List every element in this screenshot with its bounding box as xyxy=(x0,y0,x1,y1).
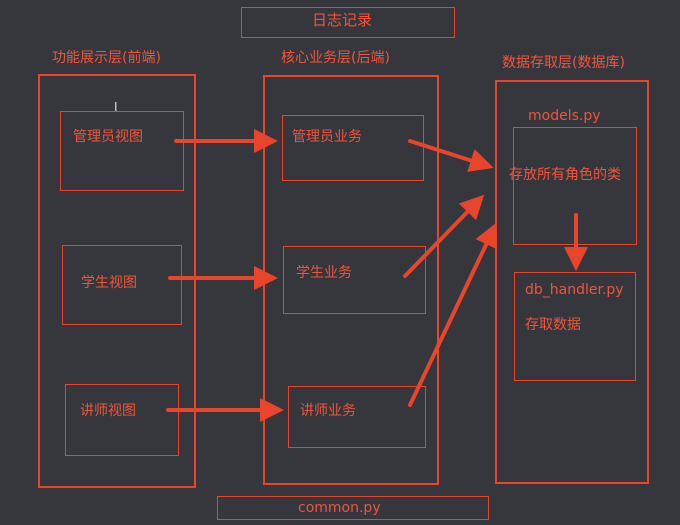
teacher-view-box xyxy=(65,384,179,456)
student-service-box xyxy=(283,246,426,314)
arrow-admin-service-to-models xyxy=(408,139,494,172)
student-view-box xyxy=(62,245,182,325)
admin-service-box xyxy=(282,115,424,181)
log-label: 日志记录 xyxy=(312,11,373,29)
db-handler-text: 存取数据 xyxy=(525,317,581,333)
models-box-label: 存放所有角色的类 xyxy=(509,167,621,183)
common-label: common.py xyxy=(298,500,381,516)
log-box xyxy=(241,7,455,38)
db-handler-box xyxy=(514,272,636,381)
teacher-service-box xyxy=(288,386,426,448)
frontend-title: 功能展示层(前端) xyxy=(52,50,161,66)
teacher-view-label: 讲师视图 xyxy=(80,403,136,419)
text-cursor-icon: Ⅰ xyxy=(114,100,118,114)
data-title: 数据存取层(数据库) xyxy=(502,55,625,71)
student-view-label: 学生视图 xyxy=(81,275,137,291)
admin-service-label: 管理员业务 xyxy=(292,129,362,145)
admin-view-box xyxy=(60,111,184,191)
db-handler-title: db_handler.py xyxy=(525,282,624,298)
backend-title: 核心业务层(后端) xyxy=(281,50,390,66)
teacher-service-label: 讲师业务 xyxy=(300,403,356,419)
data-layer xyxy=(495,80,649,484)
student-service-label: 学生业务 xyxy=(296,265,352,281)
models-file-label: models.py xyxy=(528,108,601,124)
common-box xyxy=(217,496,489,520)
arrow-teacher-service-to-models xyxy=(408,222,498,407)
arrow-student-service-to-models xyxy=(403,194,485,278)
frontend-layer xyxy=(38,74,196,488)
admin-view-label: 管理员视图 xyxy=(73,129,143,145)
